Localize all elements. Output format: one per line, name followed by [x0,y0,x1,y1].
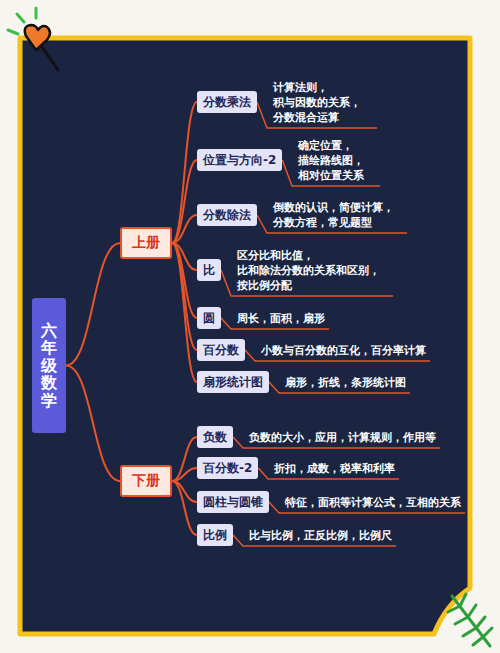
branch-line [172,215,197,243]
node-text: 负数 [203,430,227,444]
node-text: 比例 [203,528,227,542]
root-box: 六年级数学 [32,298,66,433]
topic-description: 计算法则， 积与因数的关系， 分数混合运算 [273,80,373,125]
topic-description: 确定位置， 描绘路线图， 相对位置关系 [298,138,376,183]
topic-box: 比 [197,259,221,281]
branch-line [66,243,120,366]
topic-box: 负数 [197,426,233,448]
topic-description: 周长，面积，扇形 [237,311,325,326]
volume-box: 上册 [120,227,172,259]
topic-box: 圆柱与圆锥 [197,491,269,513]
node-text: 百分数 [203,343,239,357]
topic-description: 小数与百分数的互化，百分率计算 [261,343,426,358]
topic-description: 区分比和比值， 比和除法分数的关系和区别， 按比例分配 [237,248,389,293]
branch-line [172,243,197,382]
node-text: 圆柱与圆锥 [203,495,263,509]
node-text: 分数除法 [203,208,251,222]
topic-description: 特征，面积等计算公式，互相的关系 [285,495,461,510]
volume-box: 下册 [120,465,172,497]
node-text: 分数乘法 [203,95,251,109]
node-text: 上册 [132,234,160,250]
node-text: 百分数-2 [203,461,252,475]
fern-icon [448,594,492,646]
node-text: 圆 [203,311,215,325]
topic-description: 比与比例，正反比例，比例尺 [249,528,392,543]
topic-description: 倒数的认识，简便计算， 分数方程，常见题型 [273,200,403,230]
topic-box: 比例 [197,524,233,546]
topic-box: 位置与方向-2 [197,149,282,171]
branch-line [172,160,197,243]
node-text: 扇形统计图 [203,375,263,389]
branch-line [172,243,197,350]
node-text: 下册 [132,472,160,488]
topic-box: 分数除法 [197,204,257,226]
node-text: 六年级数学 [41,322,57,410]
topic-box: 圆 [197,307,221,329]
branch-line [172,481,197,535]
topic-box: 扇形统计图 [197,371,269,393]
branch-line [66,366,120,482]
pin-icon [8,8,58,70]
panel [20,38,470,634]
topic-description: 扇形，折线，条形统计图 [285,375,406,390]
topic-box: 分数乘法 [197,91,257,113]
topic-description: 折扣，成数，税率和利率 [274,461,395,476]
branch-line [172,102,197,243]
node-text: 位置与方向-2 [203,153,276,167]
topic-box: 百分数-2 [197,457,258,479]
branch-line [172,437,197,481]
topic-box: 百分数 [197,339,245,361]
topic-description: 负数的大小，应用，计算规则，作用等 [249,430,436,445]
node-text: 比 [203,263,215,277]
branch-line [172,468,197,481]
